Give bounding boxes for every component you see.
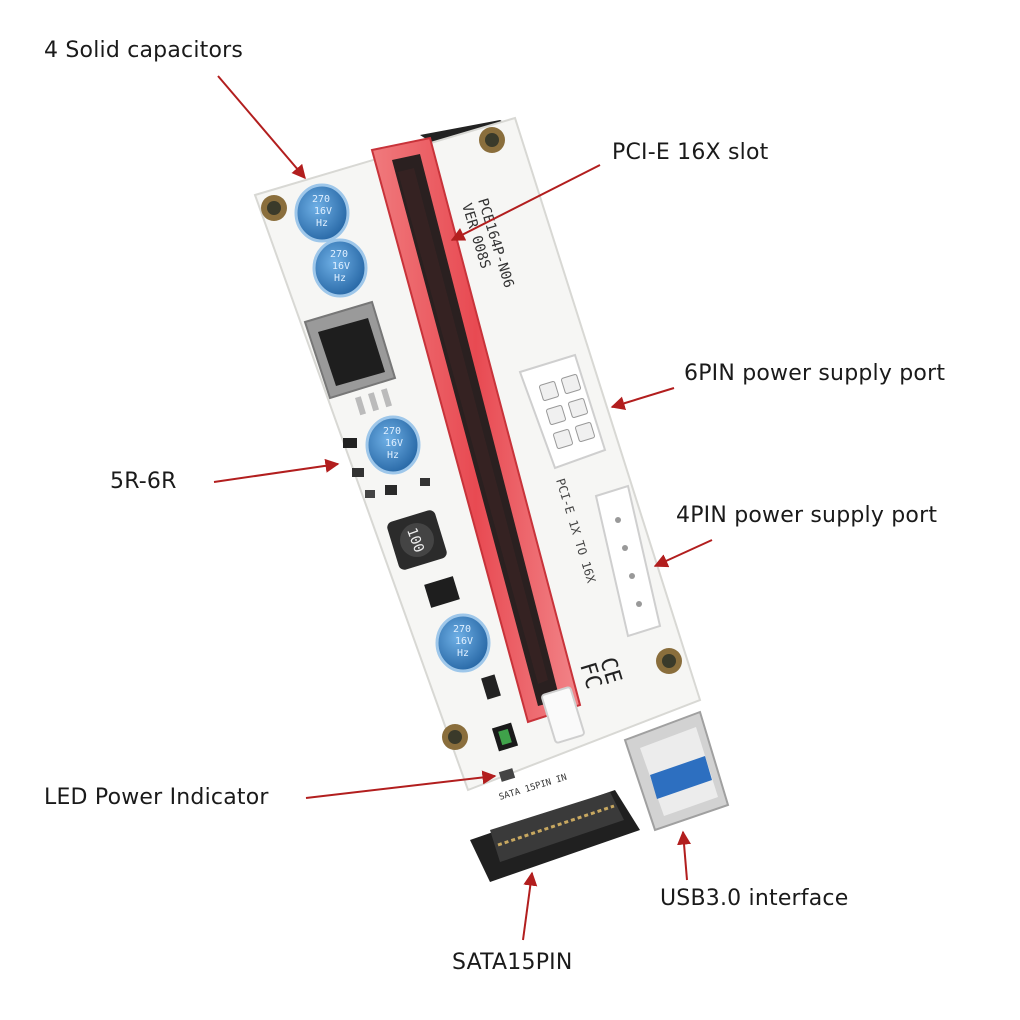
voltage-regulator bbox=[303, 300, 397, 416]
capacitor-4: 270 16V Hz bbox=[435, 613, 491, 673]
svg-text:Hz: Hz bbox=[334, 273, 346, 284]
label-six-pin-port: 6PIN power supply port bbox=[684, 361, 946, 386]
arrow-usb bbox=[677, 830, 692, 881]
arrow-capacitors bbox=[217, 75, 306, 180]
label-usb-interface: USB3.0 interface bbox=[660, 886, 849, 911]
two-pin-header bbox=[541, 686, 585, 744]
svg-text:270: 270 bbox=[453, 624, 471, 635]
svg-text:Hz: Hz bbox=[316, 218, 328, 229]
label-pcie-slot: PCI-E 16X slot bbox=[612, 140, 769, 165]
svg-text:16V: 16V bbox=[385, 438, 403, 449]
label-resistor: 5R-6R bbox=[110, 469, 177, 494]
arrow-6pin bbox=[610, 387, 675, 411]
label-led-indicator: LED Power Indicator bbox=[44, 785, 269, 810]
arrow-sata bbox=[522, 871, 538, 941]
four-pin-port bbox=[594, 484, 662, 638]
svg-text:Hz: Hz bbox=[457, 648, 469, 659]
svg-text:16V: 16V bbox=[314, 206, 332, 217]
arrow-5r6r bbox=[213, 458, 340, 483]
svg-text:Hz: Hz bbox=[387, 450, 399, 461]
six-pin-port bbox=[518, 353, 607, 470]
sata-connector bbox=[470, 790, 640, 882]
arrow-led bbox=[305, 770, 497, 799]
label-four-pin-port: 4PIN power supply port bbox=[676, 503, 938, 528]
mounting-holes bbox=[261, 127, 682, 750]
svg-text:16V: 16V bbox=[332, 261, 350, 272]
capacitor-2: 270 16V Hz bbox=[312, 238, 368, 298]
arrow-4pin bbox=[653, 539, 713, 568]
led-indicator bbox=[481, 674, 519, 782]
label-solid-capacitors: 4 Solid capacitors bbox=[44, 38, 244, 63]
label-sata-connector: SATA15PIN bbox=[452, 950, 573, 975]
svg-text:270: 270 bbox=[383, 426, 401, 437]
capacitor-3: 270 16V Hz bbox=[365, 415, 421, 475]
svg-text:270: 270 bbox=[312, 194, 330, 205]
svg-text:270: 270 bbox=[330, 249, 348, 260]
arrow-pcie bbox=[450, 164, 601, 241]
capacitor-1: 270 16V Hz bbox=[294, 183, 350, 243]
smd-components bbox=[343, 438, 430, 498]
control-ic bbox=[424, 576, 460, 608]
usb-port bbox=[623, 710, 730, 832]
svg-text:16V: 16V bbox=[455, 636, 473, 647]
pcie-slot bbox=[370, 136, 582, 724]
callout-arrows bbox=[213, 75, 713, 941]
inductor: 100 bbox=[387, 510, 447, 570]
